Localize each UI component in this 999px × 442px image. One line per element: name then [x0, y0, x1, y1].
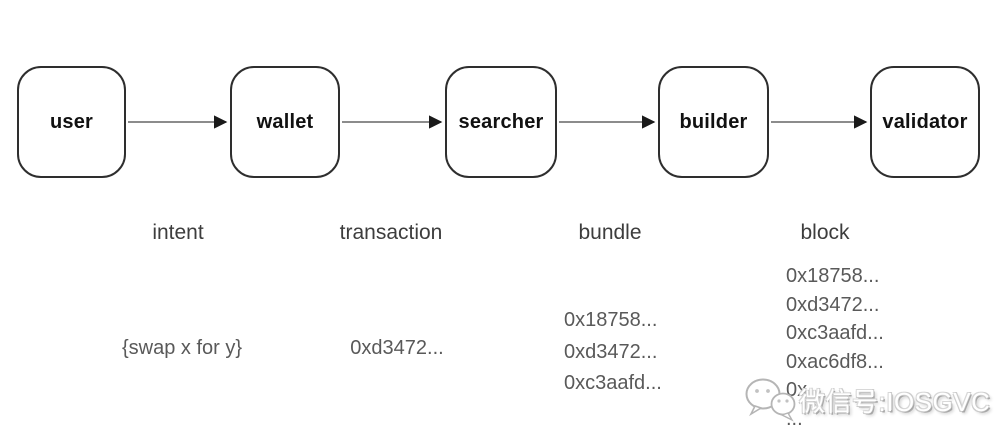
stage-label-block: block: [800, 221, 850, 244]
node-validator-label: validator: [882, 110, 968, 133]
bundle-hash-item: 0xc3aafd...: [564, 372, 662, 394]
bundle-hash-item: 0xd3472...: [564, 340, 658, 363]
node-builder: builder: [658, 66, 769, 178]
block-hash-list: 0x18758... 0xd3472... 0xc3aafd... 0xac6d…: [786, 262, 884, 433]
node-validator: validator: [870, 66, 980, 178]
block-hash-item: 0xac6df8...: [786, 350, 884, 373]
node-user-label: user: [49, 110, 94, 133]
bundle-hash-list: 0x18758... 0xd3472... 0xc3aafd...: [564, 305, 662, 400]
node-builder-label: builder: [679, 110, 748, 133]
stage-label-bundle: bundle: [578, 221, 642, 244]
node-wallet-label: wallet: [256, 110, 314, 133]
stage-label-transaction: transaction: [339, 221, 443, 244]
node-searcher: searcher: [445, 66, 557, 178]
intent-value: {swap x for y}: [121, 337, 243, 359]
node-wallet: wallet: [230, 66, 340, 178]
wechat-icon: [745, 378, 796, 422]
block-hash-item: 0x...: [786, 379, 824, 401]
block-hash-item: 0xc3aafd...: [786, 322, 884, 344]
watermark: 微信号:IOSGVC: [744, 377, 990, 423]
watermark-text: 微信号:IOSGVC: [799, 386, 991, 417]
transaction-value: 0xd3472...: [350, 337, 444, 359]
node-searcher-label: searcher: [458, 110, 544, 133]
bundle-hash-item: 0x18758...: [564, 309, 658, 331]
block-hash-item: 0x18758...: [786, 265, 880, 287]
stage-label-intent: intent: [152, 221, 204, 244]
block-hash-item: 0xd3472...: [786, 293, 880, 316]
node-user: user: [17, 66, 126, 178]
